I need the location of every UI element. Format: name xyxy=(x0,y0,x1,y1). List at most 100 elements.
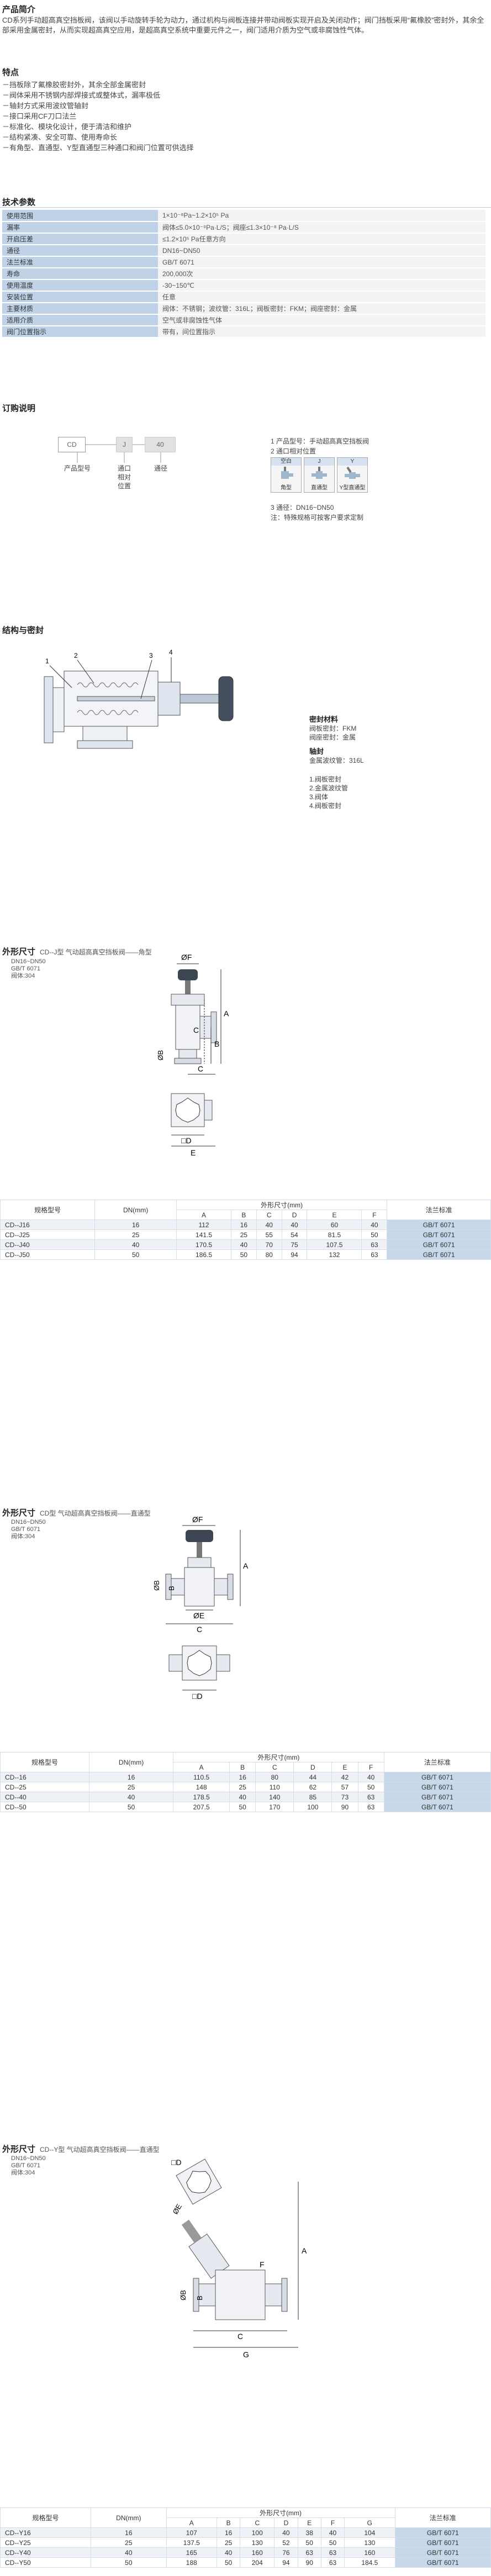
table-column-header: D xyxy=(274,2517,298,2528)
standard-cell: GB/T 6071 xyxy=(394,2557,491,2568)
table-header: DN(mm) xyxy=(88,1752,174,1772)
dimension-cell: 40 xyxy=(216,2547,241,2558)
param-key: 适用介质 xyxy=(2,314,158,326)
dimension-cell: 25 xyxy=(216,2537,241,2548)
dimension-cell: 160 xyxy=(344,2547,395,2558)
dimension-cell: 50 xyxy=(231,1249,257,1260)
param-key: 漏率 xyxy=(2,221,158,234)
dim2-label: 外形尺寸 xyxy=(2,1508,36,1518)
features-list: －挡板除了氟橡胶密封外，其余全部金属密封 －阀体采用不锈钢内部焊接式或整体式，漏… xyxy=(2,80,194,153)
dimension-cell: 40 xyxy=(320,2527,345,2538)
table-header: 外形尺寸(mm) xyxy=(176,1200,388,1210)
dimension-cell: 50 xyxy=(320,2537,345,2548)
dim2-heading: 外形尺寸 CD型 气动超高真空挡板阀——直通型 xyxy=(2,1507,151,1518)
seal-material-line: 阀座密封：金属 xyxy=(309,733,356,741)
dn-cell: 50 xyxy=(88,1802,174,1812)
dn-cell: 16 xyxy=(88,1772,174,1782)
dimension-cell: 73 xyxy=(331,1792,358,1802)
dimension-cell: 130 xyxy=(240,2537,275,2548)
table-column-header: B xyxy=(216,2517,241,2528)
param-key: 开启压差 xyxy=(2,233,158,245)
order-label-dn: 通径 xyxy=(154,464,167,472)
dimension-cell: 137.5 xyxy=(166,2537,218,2548)
param-value: -30~150℃ xyxy=(158,279,485,292)
dim-label: ØB xyxy=(152,1580,161,1591)
shaft-seal-title: 轴封 xyxy=(309,747,324,756)
dimension-cell: 16 xyxy=(216,2527,241,2538)
note-line: GB/T 6071 xyxy=(11,965,40,972)
dim-label: ØE xyxy=(171,2202,184,2215)
dimension-cell: 178.5 xyxy=(173,1792,230,1802)
callout-2: 2 xyxy=(74,652,78,659)
dimension-cell: 165 xyxy=(166,2547,218,2558)
dn-cell: 50 xyxy=(91,2557,167,2568)
table-column-header: E xyxy=(307,1210,362,1220)
dimension-cell: 40 xyxy=(281,1220,308,1230)
params-row: 阀门位置指示带有，间位置指示 xyxy=(2,326,485,338)
table-column-header: C xyxy=(240,2517,275,2528)
dimension-cell: 16 xyxy=(231,1220,257,1230)
dimension-cell: 16 xyxy=(229,1772,256,1782)
standard-cell: GB/T 6071 xyxy=(394,2527,491,2538)
param-key: 寿命 xyxy=(2,268,158,280)
model-cell: CD--25 xyxy=(0,1782,89,1792)
dim-label: ØE xyxy=(193,1611,204,1620)
intro-section: 产品简介 CD系列手动超高真空挡板阀，该阀以手动旋转手轮为动力，通过机构与阀板连… xyxy=(0,0,491,177)
note-line: 阀体:304 xyxy=(11,973,35,979)
dimension-cell: 132 xyxy=(307,1249,362,1260)
feature-item: －有角型、直通型、Y型直通型三种通口和阀门位置可供选择 xyxy=(2,144,194,152)
dim2-subtitle: CD型 气动超高真空挡板阀——直通型 xyxy=(40,1509,151,1517)
param-key: 通径 xyxy=(2,245,158,257)
dimension-cell: 50 xyxy=(229,1802,256,1812)
table-header: 外形尺寸(mm) xyxy=(166,2508,395,2518)
dn-cell: 40 xyxy=(88,1792,174,1802)
table-column-header: E xyxy=(297,2517,321,2528)
order-desc: 1 产品型号：手动超高真空挡板阀 2 通口相对位置 xyxy=(271,436,486,456)
dimension-cell: 44 xyxy=(293,1772,332,1782)
model-cell: CD--J40 xyxy=(0,1239,96,1250)
dimension-cell: 160 xyxy=(240,2547,275,2558)
param-value: 阀体≤5.0×10⁻⁹Pa·L/S；阀座≤1.3×10⁻⁸ Pa·L/S xyxy=(158,221,485,234)
order-code-box-position: J xyxy=(116,437,133,452)
dimension-cell: 141.5 xyxy=(176,1229,232,1240)
table-column-header: B xyxy=(231,1210,257,1220)
standard-cell: GB/T 6071 xyxy=(387,1220,491,1230)
model-cell: CD--J16 xyxy=(0,1220,96,1230)
table-column-header: A xyxy=(176,1210,232,1220)
dimension-cell: 100 xyxy=(240,2527,275,2538)
dimension-cell: 55 xyxy=(256,1229,282,1240)
intro-paragraph: CD系列手动超高真空挡板阀，该阀以手动旋转手轮为动力，通过机构与阀板连接并带动阀… xyxy=(2,16,484,34)
param-key: 使用温度 xyxy=(2,279,158,292)
table-column-header: D xyxy=(293,1762,332,1772)
position-option-label: 直通型 xyxy=(311,485,328,491)
feature-item: －标准化、模块化设计，便于清洁和维护 xyxy=(2,123,132,131)
model-cell: CD--Y40 xyxy=(0,2547,92,2558)
dimension-cell: 63 xyxy=(320,2547,345,2558)
dimension-cell: 63 xyxy=(320,2557,345,2568)
dim-label: B xyxy=(167,1586,176,1591)
dimension-cell: 62 xyxy=(293,1782,332,1792)
position-option-code: Y xyxy=(337,458,367,466)
dimension-cell: 107.5 xyxy=(307,1239,362,1250)
dimension-cell: 54 xyxy=(281,1229,308,1240)
table-column-header: F xyxy=(361,1210,388,1220)
dimension-cell: 40 xyxy=(229,1792,256,1802)
dn-cell: 50 xyxy=(94,1249,177,1260)
dimension-cell: 94 xyxy=(274,2557,298,2568)
dim-label: E xyxy=(191,1148,196,1157)
note-line: DN16~DN50 xyxy=(11,958,46,965)
dim1-notes: DN16~DN50 GB/T 6071 阀体:304 xyxy=(11,958,46,980)
standard-cell: GB/T 6071 xyxy=(394,2547,491,2558)
dim-label: □D xyxy=(171,2158,182,2167)
dimension-cell: 104 xyxy=(344,2527,395,2538)
params-row: 使用温度-30~150℃ xyxy=(2,279,485,292)
order-connector-lines xyxy=(77,444,161,463)
dim1-label: 外形尺寸 xyxy=(2,947,36,957)
dim-label: F xyxy=(260,2260,265,2269)
straight-valve-icon xyxy=(312,467,327,479)
